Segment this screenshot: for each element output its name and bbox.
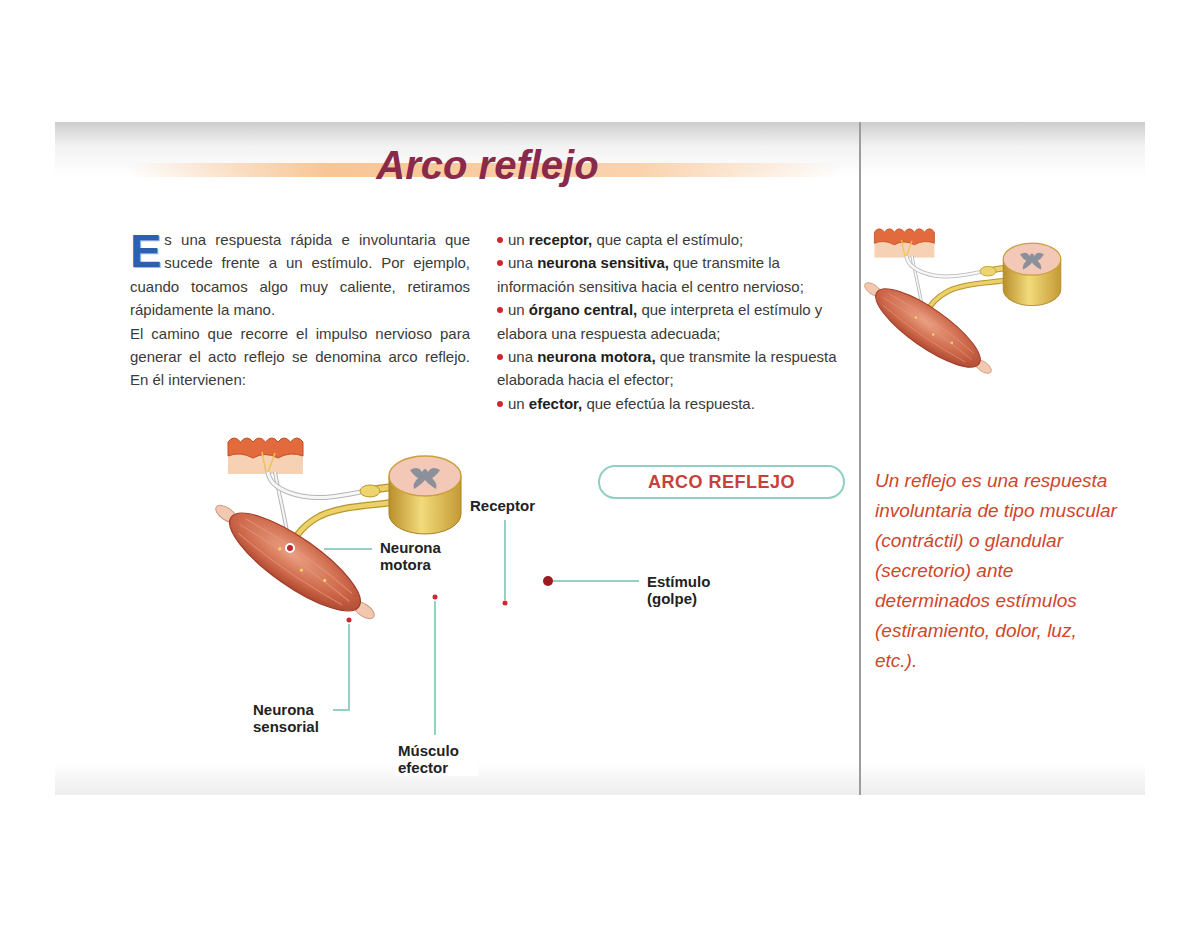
leader-lines <box>324 520 639 735</box>
text-column: un receptor, que capta el estímulo;una n… <box>497 228 847 415</box>
bullet-dot <box>497 237 503 243</box>
page-title: Arco reflejo <box>280 140 695 190</box>
leader-dot <box>433 595 438 600</box>
leader-line <box>324 548 372 550</box>
small-illustration <box>854 229 1061 388</box>
bullet-dot <box>497 307 503 313</box>
page-band <box>55 122 1145 795</box>
body-paragraph: El camino que recorre el impulso nervios… <box>130 322 470 392</box>
bullet-dot <box>497 401 503 407</box>
pill-text: ARCO REFLEJO <box>648 472 795 493</box>
side-note: Un reflejo es una respuesta involuntaria… <box>875 466 1120 676</box>
part-label: Neurona motora <box>378 539 458 573</box>
bullet-item: un efector, que efectúa la respuesta. <box>497 392 847 415</box>
text-column: Es una respuesta rápida e involuntaria q… <box>130 228 470 392</box>
part-label: Neurona sensorial <box>251 701 333 735</box>
bullet-item: un órgano central, que interpreta el est… <box>497 298 847 345</box>
body-paragraph: Es una respuesta rápida e involuntaria q… <box>130 228 470 322</box>
leader-dot <box>286 544 294 552</box>
bold-term: efector, <box>529 395 582 412</box>
bullet-item: un receptor, que capta el estímulo; <box>497 228 847 251</box>
main-illustration <box>203 438 461 637</box>
leader-line <box>434 601 436 735</box>
leader-dot <box>543 576 553 586</box>
bullet-dot <box>497 354 503 360</box>
part-label: Estímulo (golpe) <box>645 573 731 607</box>
leader-dot <box>503 601 508 606</box>
bullet-item: una neurona sensitiva, que transmite la … <box>497 251 847 298</box>
part-label: Receptor <box>468 497 562 514</box>
leader-line <box>330 624 349 710</box>
leader-line <box>504 520 506 600</box>
bullet-item: una neurona motora, que transmite la res… <box>497 345 847 392</box>
part-label: Músculo efector <box>396 742 478 776</box>
column-divider <box>859 122 861 795</box>
bold-term: receptor, <box>529 231 592 248</box>
bold-term: neurona motora, <box>537 348 655 365</box>
leader-dot <box>347 618 352 623</box>
leader-line <box>553 580 639 582</box>
title-pill: ARCO REFLEJO <box>598 465 845 499</box>
bold-term: órgano central, <box>529 301 637 318</box>
bullet-dot <box>497 260 503 266</box>
bold-term: neurona sensitiva, <box>537 254 669 271</box>
